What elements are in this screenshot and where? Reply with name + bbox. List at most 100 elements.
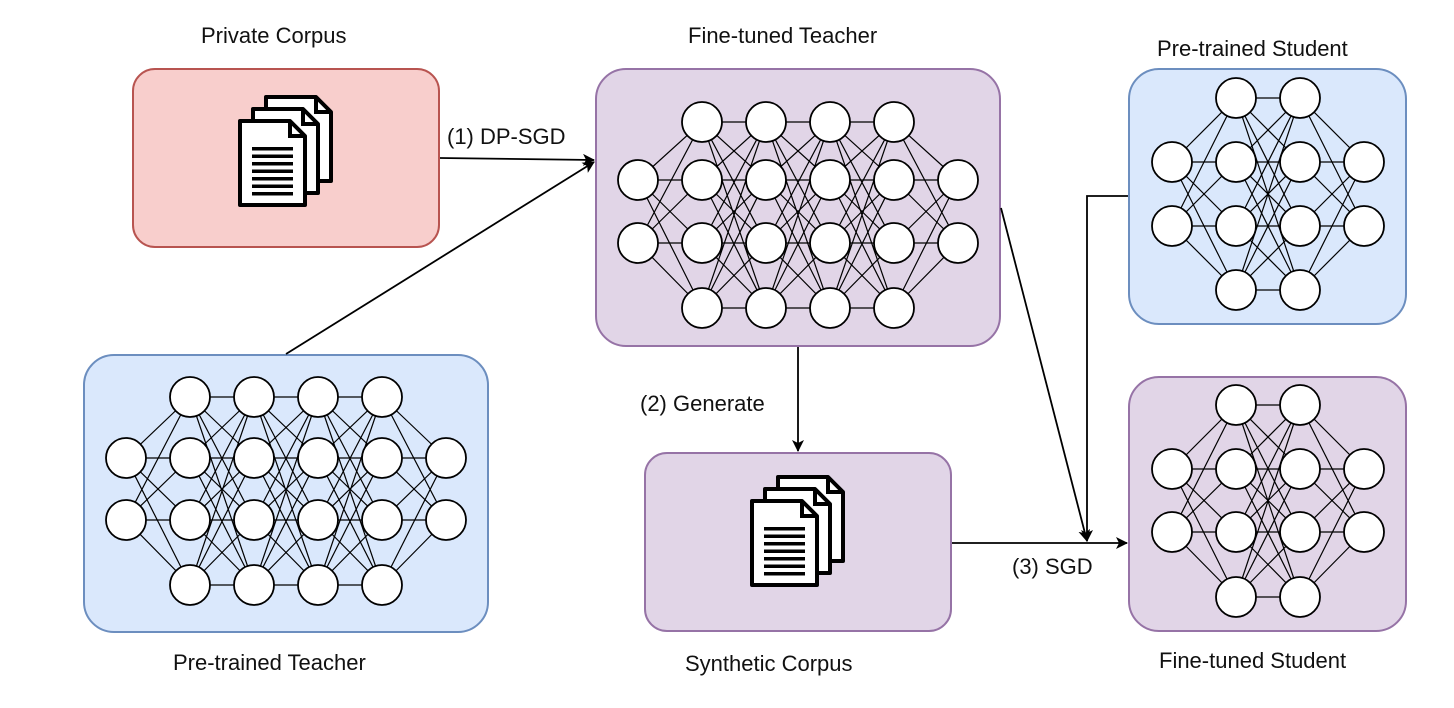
network-node	[809, 159, 851, 201]
network-node	[1279, 384, 1321, 426]
network-connection	[829, 121, 895, 244]
network-node	[809, 287, 851, 329]
fine-tuned-teacher-network	[617, 101, 979, 329]
network-connection	[381, 457, 447, 586]
network-node	[425, 437, 467, 479]
network-node	[1343, 448, 1385, 490]
network-node	[425, 499, 467, 541]
network-node	[1343, 141, 1385, 183]
network-node	[937, 222, 979, 264]
network-node	[681, 287, 723, 329]
network-node	[1279, 205, 1321, 247]
network-node	[297, 376, 339, 418]
network-node	[361, 376, 403, 418]
network-node	[745, 287, 787, 329]
pre-trained-teacher-network	[105, 376, 467, 606]
network-node	[681, 159, 723, 201]
network-node	[681, 222, 723, 264]
document-stack-icon	[238, 95, 333, 207]
network-connection	[125, 457, 191, 586]
network-node	[1279, 269, 1321, 311]
synthetic-corpus-title: Synthetic Corpus	[685, 651, 853, 676]
network-connection	[253, 396, 319, 586]
network-node	[1215, 141, 1257, 183]
network-node	[1279, 141, 1321, 183]
network-node	[361, 564, 403, 606]
fine-tuned-teacher-title: Fine-tuned Teacher	[688, 23, 878, 48]
network-node	[169, 499, 211, 541]
network-connection	[1235, 404, 1301, 598]
network-connection	[253, 457, 319, 586]
network-connection	[765, 179, 831, 309]
network-connection	[317, 457, 383, 586]
network-node	[1151, 141, 1193, 183]
private-corpus-title: Private Corpus	[201, 23, 347, 48]
teacher-init-arrow	[285, 161, 595, 355]
pre-trained-teacher-title: Pre-trained Teacher	[173, 650, 366, 675]
generate-label: (2) Generate	[640, 391, 765, 416]
network-node	[233, 437, 275, 479]
network-node	[297, 564, 339, 606]
fine-tuned-student-title: Fine-tuned Student	[1159, 648, 1347, 673]
network-node	[1279, 511, 1321, 553]
network-connection	[1171, 97, 1237, 227]
network-node	[1343, 511, 1385, 553]
fine-tuned-student-network	[1151, 384, 1385, 618]
pre-trained-student-network	[1151, 77, 1385, 311]
network-node	[169, 437, 211, 479]
network-node	[1215, 448, 1257, 490]
network-connection	[701, 179, 767, 309]
network-node	[1151, 205, 1193, 247]
network-node	[873, 287, 915, 329]
network-node	[105, 437, 147, 479]
network-connection	[1171, 468, 1237, 598]
dp-sgd-arrow	[439, 153, 595, 166]
network-node	[745, 222, 787, 264]
network-node	[233, 499, 275, 541]
network-node	[1151, 511, 1193, 553]
network-connection	[1299, 468, 1365, 598]
network-node	[169, 376, 211, 418]
network-connection	[1299, 161, 1365, 291]
network-connection	[1235, 468, 1301, 598]
student-init-line	[1081, 195, 1128, 542]
pre-trained-teacher-box	[83, 354, 489, 633]
network-connection	[125, 396, 191, 521]
network-node	[1215, 205, 1257, 247]
sgd-label: (3) SGD	[1012, 554, 1093, 579]
network-connection	[637, 179, 703, 309]
network-node	[745, 101, 787, 143]
network-node	[681, 101, 723, 143]
network-connection	[1235, 97, 1301, 291]
network-connection	[189, 457, 255, 586]
network-connection	[893, 179, 959, 309]
network-node	[297, 499, 339, 541]
network-node	[1215, 269, 1257, 311]
network-node	[873, 222, 915, 264]
network-connection	[701, 121, 767, 244]
network-connection	[317, 396, 383, 586]
teacher-to-merge-line	[1000, 207, 1091, 542]
network-connection	[637, 121, 703, 244]
network-node	[873, 159, 915, 201]
network-node	[1279, 448, 1321, 490]
network-node	[1279, 576, 1321, 618]
pre-trained-student-title: Pre-trained Student	[1157, 36, 1348, 61]
network-connection	[829, 121, 895, 309]
network-connection	[701, 121, 767, 309]
network-connection	[829, 179, 895, 309]
network-node	[809, 101, 851, 143]
network-connection	[253, 396, 319, 521]
network-node	[617, 159, 659, 201]
network-connection	[1171, 404, 1237, 533]
document-stack-icon	[750, 475, 845, 587]
network-node	[233, 564, 275, 606]
network-node	[1215, 384, 1257, 426]
network-node	[297, 437, 339, 479]
network-node	[745, 159, 787, 201]
network-connection	[189, 396, 255, 586]
network-node	[1343, 205, 1385, 247]
network-node	[1151, 448, 1193, 490]
network-node	[105, 499, 147, 541]
